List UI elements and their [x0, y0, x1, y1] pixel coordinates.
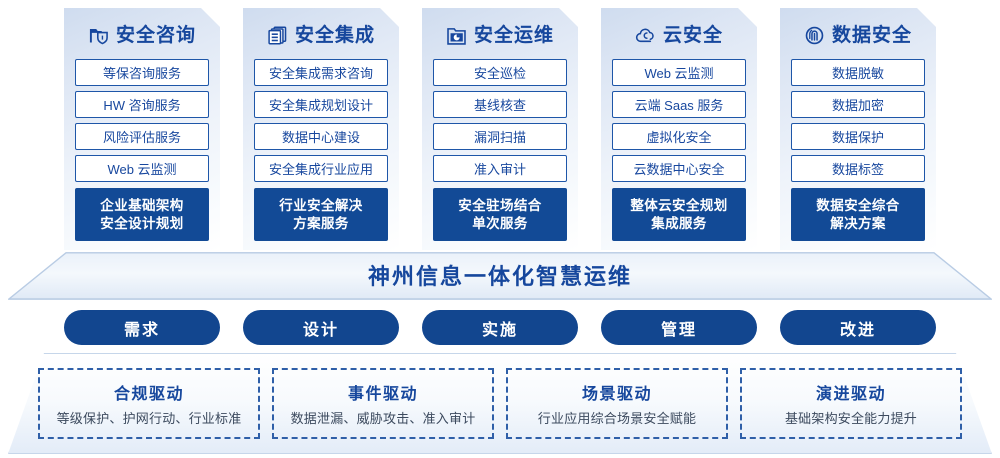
service-item[interactable]: 等保咨询服务	[75, 59, 209, 86]
service-column-security-integration[interactable]: 安全集成 安全集成需求咨询 安全集成规划设计 数据中心建设 安全集成行业应用 行…	[243, 8, 399, 250]
driver-card-incident[interactable]: 事件驱动 数据泄漏、威胁攻击、准入审计	[272, 368, 494, 439]
driver-card-evolution[interactable]: 演进驱动 基础架构安全能力提升	[740, 368, 962, 439]
platform-banner: 神州信息一体化智慧运维	[8, 252, 992, 300]
driver-description: 数据泄漏、威胁攻击、准入审计	[290, 411, 476, 426]
stacked-documents-icon	[267, 25, 288, 46]
service-item[interactable]: 云数据中心安全	[612, 155, 746, 182]
service-column-cloud-security[interactable]: 云安全 Web 云监测 云端 Saas 服务 虚拟化安全 云数据中心安全 整体云…	[601, 8, 757, 250]
column-title: 安全咨询	[115, 24, 196, 46]
column-summary[interactable]: 行业安全解决 方案服务	[254, 188, 388, 241]
driver-description: 基础架构安全能力提升	[784, 411, 917, 426]
stage-pill-manage[interactable]: 管理	[601, 310, 757, 345]
service-item[interactable]: HW 咨询服务	[75, 91, 209, 118]
service-column-security-operations[interactable]: 安全运维 安全巡检 基线核查 漏洞扫描 准入审计 安全驻场结合 单次服务	[422, 8, 578, 250]
service-item[interactable]: 漏洞扫描	[433, 123, 567, 150]
cloud-icon	[635, 25, 656, 46]
lifecycle-stages: 需求 设计 实施 管理 改进	[0, 310, 1000, 345]
driver-title: 场景驱动	[581, 386, 652, 403]
folder-chart-icon	[446, 25, 467, 46]
column-summary[interactable]: 企业基础架构 安全设计规划	[75, 188, 209, 241]
driver-title: 演进驱动	[815, 386, 886, 403]
column-header: 安全咨询	[75, 16, 209, 54]
driver-card-compliance[interactable]: 合规驱动 等级保护、护网行动、行业标准	[38, 368, 260, 439]
service-item[interactable]: 虚拟化安全	[612, 123, 746, 150]
column-summary-line: 企业基础架构	[100, 197, 184, 213]
service-item[interactable]: 数据标签	[791, 155, 925, 182]
service-item[interactable]: 准入审计	[433, 155, 567, 182]
column-summary[interactable]: 安全驻场结合 单次服务	[433, 188, 567, 241]
service-item[interactable]: 安全巡检	[433, 59, 567, 86]
service-item[interactable]: 数据中心建设	[254, 123, 388, 150]
column-summary-line: 集成服务	[651, 215, 707, 231]
column-summary[interactable]: 数据安全综合 解决方案	[791, 188, 925, 241]
driver-description: 等级保护、护网行动、行业标准	[56, 411, 242, 426]
column-summary-line: 行业安全解决	[279, 197, 363, 213]
stage-pill-implement[interactable]: 实施	[422, 310, 578, 345]
service-item[interactable]: 数据加密	[791, 91, 925, 118]
folder-shield-icon	[88, 25, 109, 46]
driver-list: 合规驱动 等级保护、护网行动、行业标准 事件驱动 数据泄漏、威胁攻击、准入审计 …	[0, 353, 1000, 454]
driver-card-scenario[interactable]: 场景驱动 行业应用综合场景安全赋能	[506, 368, 728, 439]
driver-title: 合规驱动	[113, 386, 184, 403]
column-header: 数据安全	[791, 16, 925, 54]
service-column-security-consulting[interactable]: 安全咨询 等保咨询服务 HW 咨询服务 风险评估服务 Web 云监测 企业基础架…	[64, 8, 220, 250]
service-columns: 安全咨询 等保咨询服务 HW 咨询服务 风险评估服务 Web 云监测 企业基础架…	[0, 8, 1000, 252]
service-item[interactable]: 安全集成行业应用	[254, 155, 388, 182]
column-title: 安全集成	[294, 24, 375, 46]
platform-banner-title: 神州信息一体化智慧运维	[367, 264, 632, 289]
service-item[interactable]: 数据保护	[791, 123, 925, 150]
column-summary-line: 方案服务	[293, 215, 349, 231]
service-column-data-security[interactable]: 数据安全 数据脱敏 数据加密 数据保护 数据标签 数据安全综合 解决方案	[780, 8, 936, 250]
stage-pill-demand[interactable]: 需求	[64, 310, 220, 345]
service-item[interactable]: 数据脱敏	[791, 59, 925, 86]
column-summary-line: 单次服务	[472, 215, 528, 231]
column-title: 安全运维	[473, 24, 554, 46]
service-item[interactable]: 基线核查	[433, 91, 567, 118]
column-header: 安全集成	[254, 16, 388, 54]
fingerprint-icon	[804, 25, 825, 46]
column-summary-line: 数据安全综合	[816, 197, 900, 213]
service-item[interactable]: Web 云监测	[612, 59, 746, 86]
stage-pill-design[interactable]: 设计	[243, 310, 399, 345]
column-summary-line: 安全设计规划	[100, 215, 184, 231]
column-summary-line: 解决方案	[830, 215, 886, 231]
service-item[interactable]: 云端 Saas 服务	[612, 91, 746, 118]
driver-title: 事件驱动	[347, 386, 418, 403]
column-summary-line: 安全驻场结合	[458, 197, 542, 213]
driver-description: 行业应用综合场景安全赋能	[537, 411, 697, 426]
column-title: 云安全	[662, 24, 723, 46]
column-header: 云安全	[612, 16, 746, 54]
column-summary-line: 整体云安全规划	[630, 197, 728, 213]
stage-pill-improve[interactable]: 改进	[780, 310, 936, 345]
column-title: 数据安全	[831, 24, 912, 46]
service-item[interactable]: Web 云监测	[75, 155, 209, 182]
column-header: 安全运维	[433, 16, 567, 54]
service-item[interactable]: 风险评估服务	[75, 123, 209, 150]
service-item[interactable]: 安全集成规划设计	[254, 91, 388, 118]
column-summary[interactable]: 整体云安全规划 集成服务	[612, 188, 746, 241]
service-item[interactable]: 安全集成需求咨询	[254, 59, 388, 86]
